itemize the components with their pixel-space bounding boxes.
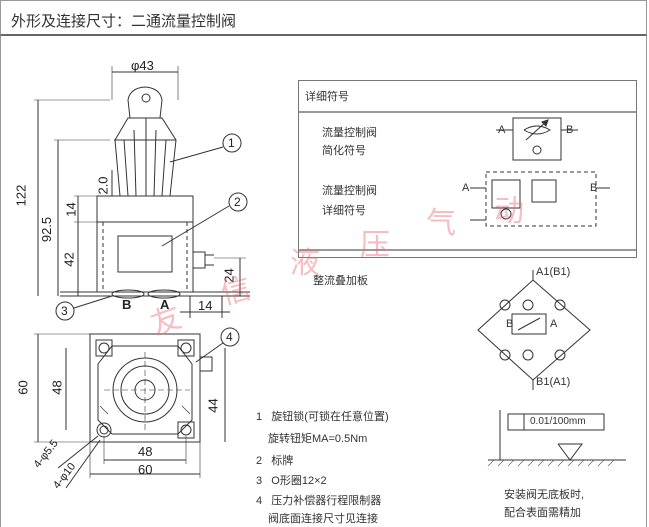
note-row-3: 2 标牌 bbox=[256, 452, 293, 468]
callout-3: 3 bbox=[61, 304, 68, 318]
port-b-label: B bbox=[122, 297, 132, 312]
drawing-frame bbox=[0, 36, 647, 527]
dim-h44: 44 bbox=[205, 398, 221, 413]
stack-port-b1a1: B1(A1) bbox=[536, 376, 571, 388]
stack-port-b: B bbox=[506, 318, 514, 330]
dim-h14: 14 bbox=[63, 202, 79, 217]
detailed-port-a: A bbox=[462, 182, 470, 194]
callout-1: 1 bbox=[228, 136, 235, 150]
watermark-char-5: 气 bbox=[426, 206, 456, 241]
tolerance-value: 0.01/100mm bbox=[530, 416, 586, 427]
dim-w48: 48 bbox=[138, 444, 153, 459]
note-row-1: 1 旋钮锁(可锁在任意位置) bbox=[256, 408, 389, 424]
note-text: 阀底面连接尺寸见连接 bbox=[268, 513, 378, 525]
flow-valve-label-2: 流量控制阀 bbox=[322, 185, 377, 197]
port-a-label: A bbox=[160, 297, 170, 312]
watermark-char-4: 压 bbox=[360, 228, 390, 263]
symbol-box-title: 详细符号 bbox=[305, 91, 349, 103]
note-text: 旋钮锁(可锁在任意位置) bbox=[271, 411, 389, 423]
dim-h92-5: 92.5 bbox=[39, 216, 55, 243]
note-row-6: 阀底面连接尺寸见连接 bbox=[268, 510, 378, 526]
flow-valve-label-1: 流量控制阀 bbox=[322, 127, 377, 139]
note-number: 2 bbox=[256, 455, 263, 467]
stack-port-a: A bbox=[550, 318, 558, 330]
detailed-port-b: B bbox=[590, 182, 598, 194]
callout-4: 4 bbox=[226, 330, 233, 344]
note-text: O形圈12×2 bbox=[271, 475, 327, 487]
symbol-box bbox=[298, 80, 637, 258]
callout-2: 2 bbox=[234, 195, 241, 209]
dim-h42: 42 bbox=[61, 252, 77, 267]
surface-note-line1: 安装阀无底板时, bbox=[504, 489, 585, 501]
page-header: 外形及连接尺寸：二通流量控制阀 bbox=[0, 0, 647, 36]
surface-note-line2: 配合表面需精加 bbox=[504, 507, 581, 519]
note-number: 1 bbox=[256, 411, 263, 423]
dim-w60: 60 bbox=[138, 462, 153, 477]
stack-plate-label: 整流叠加板 bbox=[313, 275, 368, 287]
dim-h122: 122 bbox=[13, 184, 29, 207]
note-text: 标牌 bbox=[271, 455, 294, 467]
note-row-4: 3 O形圈12×2 bbox=[256, 472, 327, 488]
note-number: 4 bbox=[256, 495, 263, 507]
note-text: 压力补偿器行程限制器 bbox=[271, 495, 382, 507]
note-row-2: 旋转钮矩MA=0.5Nm bbox=[268, 430, 367, 446]
note-text: 旋转钮矩MA=0.5Nm bbox=[268, 433, 368, 445]
detailed-symbol-label: 详细符号 bbox=[322, 205, 366, 217]
dim-h60: 60 bbox=[15, 380, 31, 395]
dim-d43: φ43 bbox=[131, 58, 154, 73]
dim-w14: 14 bbox=[198, 298, 213, 313]
dim-h2-0: 2.0 bbox=[95, 176, 111, 195]
simplified-symbol-label: 简化符号 bbox=[322, 145, 366, 157]
stack-port-a1b1: A1(B1) bbox=[536, 266, 571, 278]
note-row-5: 4 压力补偿器行程限制器 bbox=[256, 492, 381, 508]
simplified-port-a: A bbox=[498, 124, 506, 136]
watermark-char-6: 动 bbox=[494, 194, 524, 229]
simplified-port-b: B bbox=[566, 124, 574, 136]
page-title: 外形及连接尺寸：二通流量控制阀 bbox=[11, 13, 237, 30]
dim-h48: 48 bbox=[49, 380, 65, 395]
note-number: 3 bbox=[256, 475, 263, 487]
watermark-char-3: 液 bbox=[290, 246, 320, 281]
